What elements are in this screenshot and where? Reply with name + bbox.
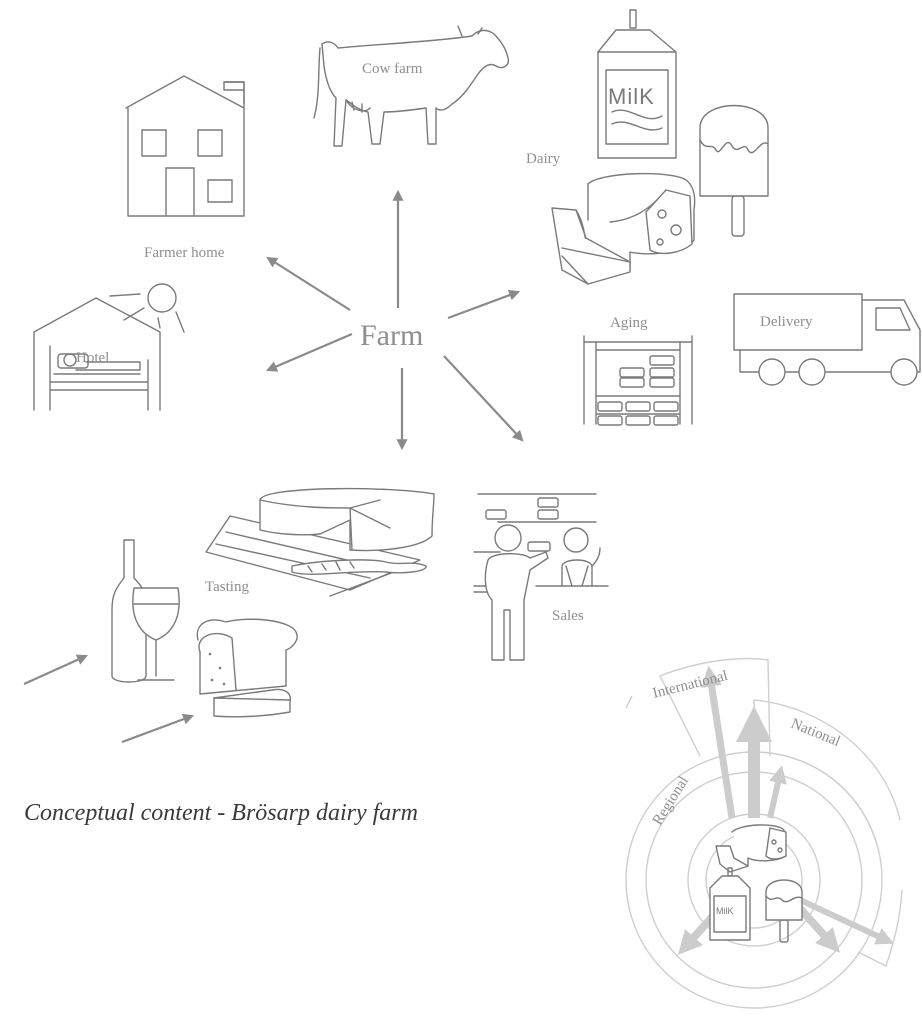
sector-regional-edge bbox=[626, 696, 632, 708]
sales-label: Sales bbox=[552, 608, 584, 624]
hotel-icon bbox=[34, 284, 184, 410]
aging-shelf-icon bbox=[584, 336, 692, 425]
ice-cream-icon bbox=[700, 106, 768, 237]
international-label: International bbox=[651, 668, 729, 702]
delivery-truck-icon bbox=[734, 294, 920, 385]
arrow-into-tasting-2 bbox=[122, 716, 192, 742]
small-milk-carton-text: MilK bbox=[716, 906, 734, 916]
milk-carton-text: MilK bbox=[608, 84, 655, 109]
bread-icon bbox=[197, 619, 297, 717]
wine-glass-icon bbox=[133, 588, 179, 680]
small-ice-cream-icon bbox=[766, 880, 802, 942]
cheese-icon bbox=[552, 174, 695, 284]
farm-label: Farm bbox=[360, 319, 423, 352]
small-cheese-icon bbox=[716, 825, 786, 872]
aging-label: Aging bbox=[610, 315, 648, 331]
arrow-into-tasting-1 bbox=[24, 656, 86, 684]
reach-arrow-regional bbox=[770, 774, 780, 818]
delivery-label: Delivery bbox=[760, 314, 813, 330]
caption: Conceptual content - Brösarp dairy farm bbox=[24, 800, 418, 826]
arrow-to-sales bbox=[444, 356, 522, 440]
small-milk-carton-icon bbox=[710, 868, 750, 940]
reach-arrow-international bbox=[710, 676, 732, 818]
customer-icon bbox=[485, 525, 548, 660]
arrow-to-farmer-home bbox=[268, 258, 350, 310]
cow-icon bbox=[314, 26, 508, 146]
farmer-home-label: Farmer home bbox=[144, 245, 225, 261]
house-icon bbox=[126, 76, 244, 216]
arrow-to-dairy bbox=[448, 292, 518, 318]
tasting-label: Tasting bbox=[205, 579, 249, 595]
national-label: National bbox=[789, 716, 843, 750]
hotel-label: Hotel bbox=[76, 350, 109, 366]
cow-farm-label: Cow farm bbox=[362, 61, 423, 77]
dairy-label: Dairy bbox=[526, 151, 561, 167]
arrow-to-hotel bbox=[268, 334, 352, 370]
